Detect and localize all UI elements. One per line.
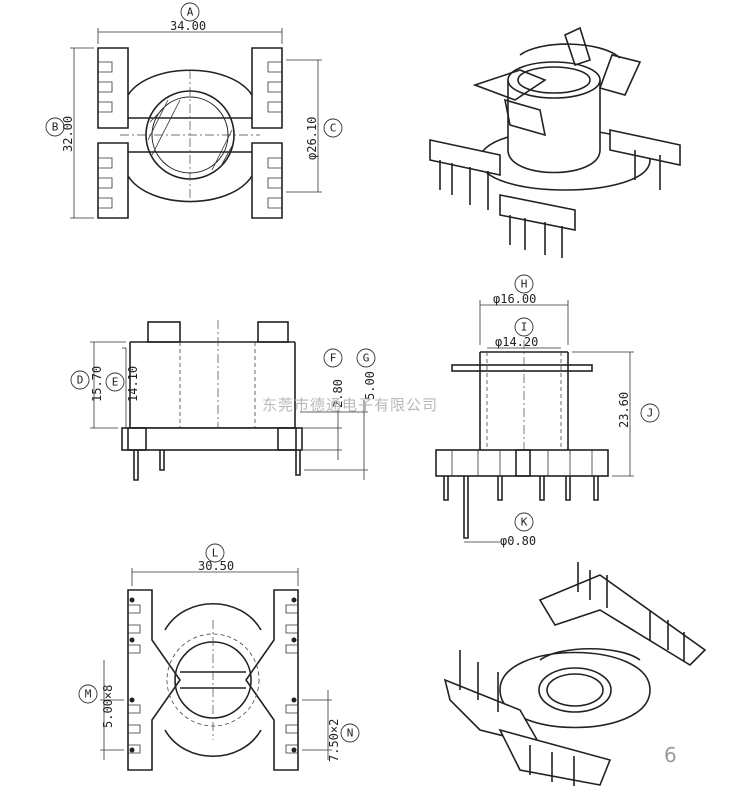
label-c: C <box>330 122 337 135</box>
dim-l: 30.50 <box>198 559 234 573</box>
label-d: D <box>77 374 84 387</box>
label-f: F <box>330 352 337 365</box>
label-a: A <box>187 6 194 19</box>
watermark-company: 东莞市德通电子有限公司 <box>262 396 438 414</box>
label-m: M <box>85 688 92 701</box>
label-e: E <box>112 376 119 389</box>
dim-k: φ0.80 <box>500 534 536 548</box>
label-l: L <box>212 547 219 560</box>
front-view: H φ16.00 I φ14.20 J 23.60 K φ0.80 <box>435 274 660 548</box>
label-h: H <box>521 278 528 291</box>
dim-i: φ14.20 <box>495 335 538 349</box>
dim-f: 2.80 <box>331 379 345 408</box>
dim-e: 14.10 <box>126 366 140 402</box>
page-number: 6 <box>664 743 677 767</box>
dim-j: 23.60 <box>617 392 631 428</box>
dim-h: φ16.00 <box>493 292 536 306</box>
label-n: N <box>347 727 354 740</box>
dim-g: 5.00 <box>363 371 377 400</box>
side-view: D 15.70 E 14.10 F 2.80 G 5.00 <box>70 320 377 481</box>
top-view: A 34.00 B 32.00 C φ26.10 <box>45 2 343 219</box>
dim-c: φ26.10 <box>305 117 319 160</box>
isometric-view-top <box>429 26 681 258</box>
label-k: K <box>521 516 528 529</box>
label-i: I <box>521 321 528 334</box>
label-b: B <box>52 121 59 134</box>
isometric-view-bottom <box>443 562 707 786</box>
dim-d: 15.70 <box>90 366 104 402</box>
bottom-view: L 30.50 M 5.00×8 N 7.50×2 <box>78 543 360 771</box>
dim-m: 5.00×8 <box>101 685 115 728</box>
label-j: J <box>647 407 654 420</box>
dim-a: 34.00 <box>170 19 206 33</box>
label-g: G <box>363 352 370 365</box>
dim-b: 32.00 <box>61 116 75 152</box>
dim-n: 7.50×2 <box>327 719 341 762</box>
